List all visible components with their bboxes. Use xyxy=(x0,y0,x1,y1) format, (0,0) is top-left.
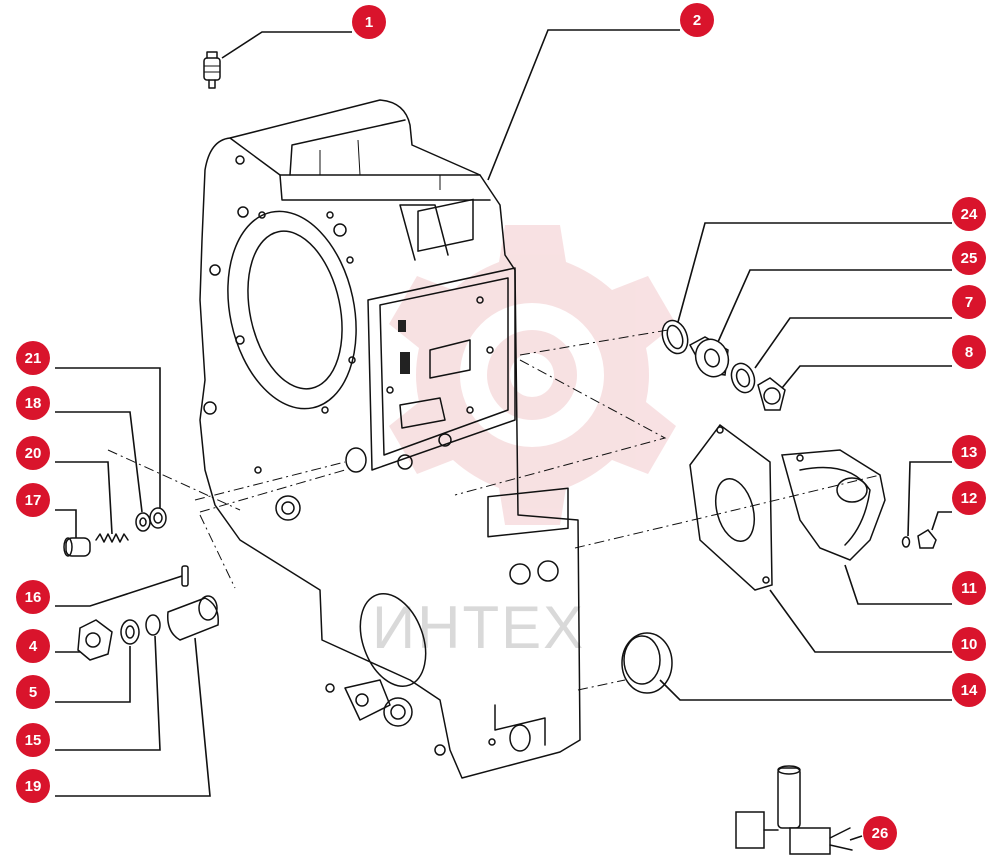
callout-14: 14 xyxy=(952,673,986,707)
callout-24: 24 xyxy=(952,197,986,231)
part-19-sleeve xyxy=(167,595,219,641)
svg-text:20: 20 xyxy=(25,445,42,462)
svg-text:10: 10 xyxy=(961,636,978,653)
part-13-washer xyxy=(901,536,911,548)
callout-7: 7 xyxy=(952,285,986,319)
part-12-bolt xyxy=(917,529,937,549)
svg-text:16: 16 xyxy=(25,589,42,606)
svg-text:25: 25 xyxy=(961,250,978,267)
part-15-ring xyxy=(145,614,161,636)
svg-text:19: 19 xyxy=(25,778,42,795)
callout-15: 15 xyxy=(16,723,50,757)
part-21-washer xyxy=(149,507,167,529)
svg-text:7: 7 xyxy=(965,294,973,311)
svg-text:14: 14 xyxy=(961,682,978,699)
callout-17: 17 xyxy=(16,483,50,517)
part-7-washer xyxy=(730,362,756,394)
svg-text:26: 26 xyxy=(872,825,889,842)
part-18-washer xyxy=(135,512,151,532)
svg-text:15: 15 xyxy=(25,732,42,749)
callout-8: 8 xyxy=(952,335,986,369)
transmission-housing xyxy=(199,99,581,779)
callout-21: 21 xyxy=(16,341,50,375)
part-25-plug xyxy=(688,336,730,378)
svg-text:21: 21 xyxy=(25,350,42,367)
svg-text:2: 2 xyxy=(693,12,701,29)
callout-26: 26 xyxy=(863,816,897,850)
svg-text:18: 18 xyxy=(25,395,42,412)
part-8-bolt xyxy=(757,377,786,411)
callout-20: 20 xyxy=(16,436,50,470)
callout-12: 12 xyxy=(952,481,986,515)
part-11-half-cover xyxy=(781,449,886,561)
callout-13: 13 xyxy=(952,435,986,469)
callout-5: 5 xyxy=(16,675,50,709)
callout-10: 10 xyxy=(952,627,986,661)
part-20-spring xyxy=(95,533,129,543)
part-1-breather xyxy=(203,51,221,89)
callout-19: 19 xyxy=(16,769,50,803)
svg-text:24: 24 xyxy=(961,206,978,223)
callout-25: 25 xyxy=(952,241,986,275)
svg-text:1: 1 xyxy=(365,14,373,31)
callout-4: 4 xyxy=(16,629,50,663)
part-4-bolt xyxy=(77,619,113,661)
leader-lines xyxy=(55,29,952,841)
part-24-oring xyxy=(661,319,689,355)
watermark-logo xyxy=(389,225,676,525)
callout-1: 1 xyxy=(352,5,386,39)
part-26-sensor xyxy=(735,765,853,855)
svg-text:4: 4 xyxy=(29,638,38,655)
part-14-cap xyxy=(621,632,673,694)
svg-text:13: 13 xyxy=(961,444,978,461)
svg-text:5: 5 xyxy=(29,684,37,701)
svg-text:11: 11 xyxy=(961,580,977,597)
part-10-cover-plate xyxy=(689,423,773,591)
callout-11: 11 xyxy=(952,571,986,605)
part-5-washer xyxy=(120,619,140,645)
assembly-lines xyxy=(107,329,881,691)
callout-16: 16 xyxy=(16,580,50,614)
part-17-plug xyxy=(63,537,91,557)
part-16-pin xyxy=(181,565,189,587)
svg-text:17: 17 xyxy=(25,492,42,509)
svg-text:12: 12 xyxy=(961,490,978,507)
callout-18: 18 xyxy=(16,386,50,420)
svg-text:8: 8 xyxy=(965,344,973,361)
callout-2: 2 xyxy=(680,3,714,37)
